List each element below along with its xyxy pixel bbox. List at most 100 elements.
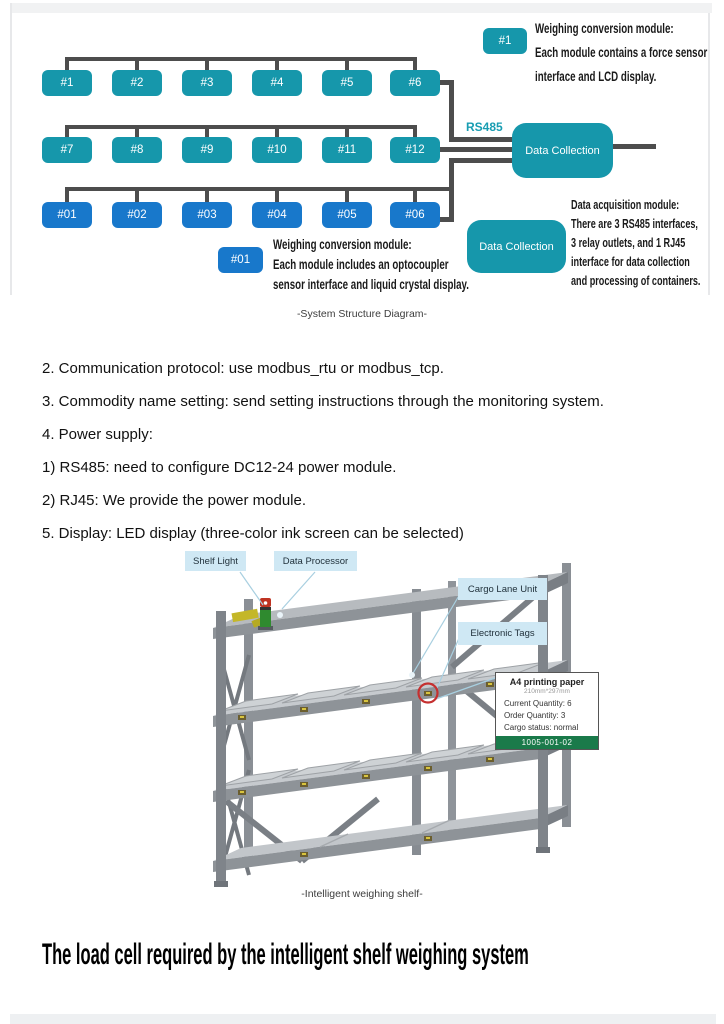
stub xyxy=(413,59,417,70)
panel-divider xyxy=(319,833,349,848)
legend-line: interface and LCD display. xyxy=(535,69,657,84)
tag-dot xyxy=(488,683,492,685)
shelf-caption: -Intelligent weighing shelf- xyxy=(301,888,423,900)
legend-line: Each module contains a force sensor xyxy=(535,45,708,60)
frame-bottom-bar xyxy=(10,1014,716,1024)
module-label: #3 xyxy=(200,77,214,89)
data-collection-label: Data Collection xyxy=(525,144,600,157)
module-box: #8 xyxy=(112,137,162,163)
card-line: Current Quantity: 6 xyxy=(504,699,572,708)
shelf-post xyxy=(448,581,456,839)
shelf-illustration xyxy=(213,563,571,887)
module-box: #11 xyxy=(322,137,372,163)
card-title: A4 printing paper xyxy=(509,677,585,687)
wire-dc-out xyxy=(612,144,656,149)
stub xyxy=(65,189,69,202)
module-label: #1 xyxy=(60,77,74,89)
note-line: Data acquisition module: xyxy=(571,197,680,212)
module-box: #1 xyxy=(42,70,92,96)
card-line: Cargo status: normal xyxy=(504,723,579,732)
stub xyxy=(135,189,139,202)
stub xyxy=(135,59,139,70)
module-label: #8 xyxy=(130,144,144,156)
stub xyxy=(135,127,139,137)
stub xyxy=(413,127,417,137)
module-label: #2 xyxy=(130,77,144,89)
callout-dot xyxy=(277,612,283,618)
tag-dot xyxy=(240,791,244,793)
leader-data-processor xyxy=(281,571,316,610)
body-line: 1) RS485: need to configure DC12-24 powe… xyxy=(42,459,397,476)
tag-dot xyxy=(302,853,306,855)
module-label: #10 xyxy=(267,144,287,156)
module-label: #6 xyxy=(408,77,422,89)
module-label: #7 xyxy=(60,144,74,156)
tag-dot xyxy=(240,716,244,718)
legend-box-label: #01 xyxy=(230,254,251,266)
stub xyxy=(205,189,209,202)
wire-row1-out xyxy=(438,80,454,85)
data-processor-unit xyxy=(231,608,259,623)
wire-row1-in xyxy=(449,137,512,142)
data-collection-box-1: Data Collection xyxy=(512,123,613,178)
label-text: Electronic Tags xyxy=(470,628,535,639)
stub xyxy=(275,127,279,137)
label-electronic-tags: Electronic Tags xyxy=(458,622,547,645)
frame-top-bar xyxy=(12,3,712,13)
tag-dot xyxy=(426,767,430,769)
legend-top-box: #1 xyxy=(483,28,527,54)
stub xyxy=(275,189,279,202)
body-line: 4. Power supply: xyxy=(42,426,153,443)
light-base xyxy=(258,626,273,630)
module-label: #5 xyxy=(340,77,354,89)
body-text: 2. Communication protocol: use modbus_rt… xyxy=(42,352,604,550)
wire-row3-in xyxy=(449,158,512,163)
wire-row2-in xyxy=(438,147,512,152)
shelf-bin xyxy=(405,744,485,763)
shelf-post xyxy=(244,599,253,861)
wire-row3-out xyxy=(438,217,453,222)
stub xyxy=(345,127,349,137)
tag-dot xyxy=(426,837,430,839)
module-box: #03 xyxy=(182,202,232,228)
module-box: #2 xyxy=(112,70,162,96)
module-box: #01 xyxy=(42,202,92,228)
tag-highlight-circle xyxy=(417,682,439,704)
legend-line: Each module includes an optocoupler xyxy=(273,257,449,272)
callout-dot xyxy=(409,672,415,678)
module-label: #9 xyxy=(200,144,214,156)
module-label: #05 xyxy=(337,209,357,221)
legend-bottom-box: #01 xyxy=(218,247,263,273)
frame-right-edge xyxy=(708,13,710,295)
data-collection-box-2: Data Collection xyxy=(467,220,566,273)
data-collection-label: Data Collection xyxy=(479,240,554,253)
electronic-tag-row xyxy=(238,682,494,857)
module-label: #04 xyxy=(267,209,287,221)
wire-row3-up xyxy=(449,158,454,222)
tag-info-card: A4 printing paper 210mm*297mm Current Qu… xyxy=(495,672,599,750)
body-line: 3. Commodity name setting: send setting … xyxy=(42,393,604,410)
legend-box-label: #1 xyxy=(498,35,512,47)
stub xyxy=(65,127,69,137)
module-box: #5 xyxy=(322,70,372,96)
diagram-caption: -System Structure Diagram- xyxy=(296,308,428,320)
label-data-processor: Data Processor xyxy=(274,551,357,571)
tag-dot xyxy=(488,758,492,760)
light-dot xyxy=(263,601,268,605)
module-label: #02 xyxy=(127,209,147,221)
leader-info-card xyxy=(435,677,496,700)
bus-row2 xyxy=(65,125,417,129)
label-text: Data Processor xyxy=(282,555,349,567)
stub xyxy=(205,59,209,70)
note-line: 3 relay outlets, and 1 RJ45 xyxy=(571,235,686,250)
shelf-level-top xyxy=(213,805,568,861)
bus-row3 xyxy=(65,187,454,191)
stub xyxy=(345,189,349,202)
leader-cargo-lane xyxy=(411,593,461,676)
label-text: Shelf Light xyxy=(193,555,238,567)
leader-shelf-light xyxy=(239,571,264,606)
module-label: #12 xyxy=(405,144,425,156)
body-line: 2. Communication protocol: use modbus_rt… xyxy=(42,360,444,377)
card-code-bar: 1005-001-02 xyxy=(496,736,598,749)
legend-top-text: Weighing conversion module: Each module … xyxy=(535,20,724,92)
